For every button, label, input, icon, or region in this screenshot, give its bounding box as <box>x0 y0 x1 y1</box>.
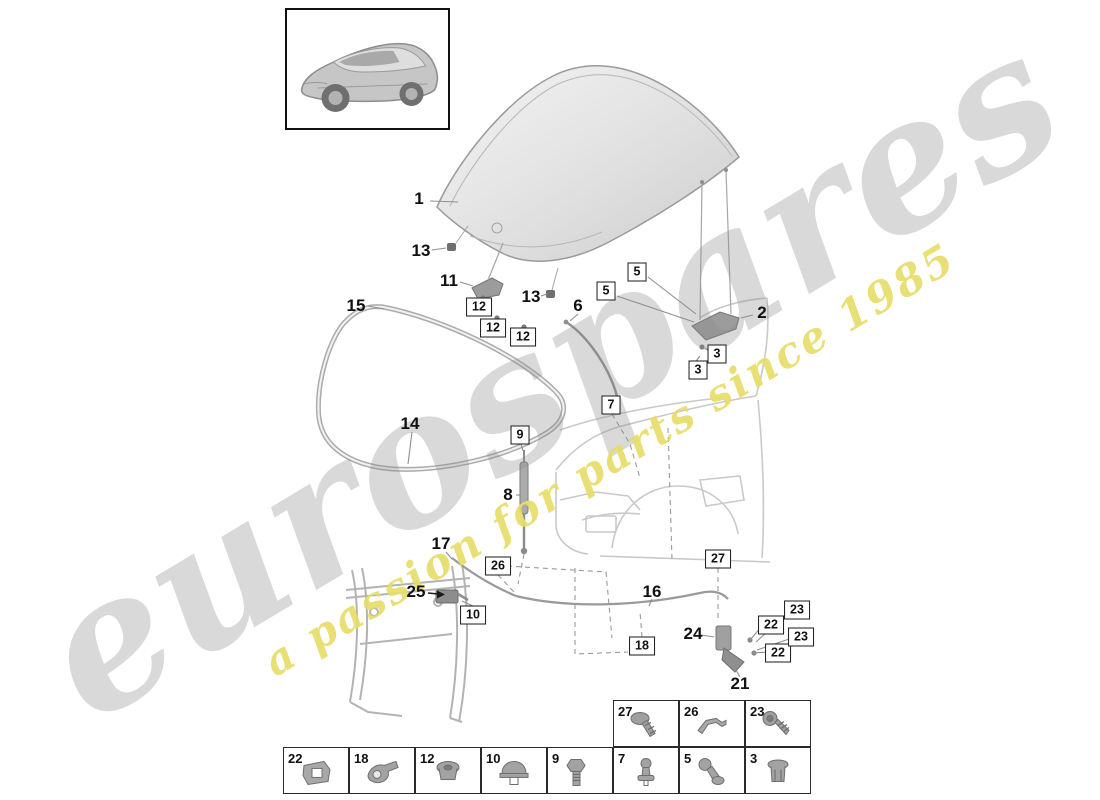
plug-cap-icon <box>494 756 534 795</box>
part-callout-11[interactable]: 11 <box>440 271 458 290</box>
part-callout-24[interactable]: 24 <box>683 624 703 643</box>
legend-cell-10[interactable]: 10 <box>481 747 547 794</box>
hood-outline <box>436 65 740 262</box>
legend-part-number: 12 <box>420 751 435 766</box>
grommet-nut-icon <box>428 756 468 795</box>
part-callout-18[interactable]: 18 <box>629 636 655 656</box>
part-callout-12[interactable]: 12 <box>480 318 506 338</box>
legend-cell-26[interactable]: 26 <box>679 700 745 747</box>
car-thumbnail-icon <box>300 42 439 112</box>
part-callout-25[interactable]: 25 <box>406 582 426 601</box>
part-callout-5[interactable]: 5 <box>627 262 647 282</box>
part-callout-27[interactable]: 27 <box>705 549 731 569</box>
part-callout-13[interactable]: 13 <box>521 287 541 306</box>
legend-cell-9[interactable]: 9 <box>547 747 613 794</box>
legend-part-number: 5 <box>684 751 692 766</box>
part-callout-3[interactable]: 3 <box>707 344 727 364</box>
lock-carrier <box>345 563 471 723</box>
body-panel <box>555 297 771 563</box>
part-callout-5[interactable]: 5 <box>596 281 616 301</box>
part-callout-9[interactable]: 9 <box>510 425 530 445</box>
ball-pin-icon <box>626 756 666 795</box>
part-callout-10[interactable]: 10 <box>460 605 486 625</box>
legend-part-number: 7 <box>618 751 626 766</box>
legend-part-number: 26 <box>684 704 699 719</box>
part-callout-13[interactable]: 13 <box>411 241 431 260</box>
part-callout-21[interactable]: 21 <box>730 674 750 693</box>
legend-part-number: 23 <box>750 704 765 719</box>
dashed-leader-lines <box>497 413 719 655</box>
vehicle-thumbnail <box>285 8 450 130</box>
part-callout-26[interactable]: 26 <box>485 556 511 576</box>
part-callout-23[interactable]: 23 <box>788 627 814 647</box>
legend-cell-5[interactable]: 5 <box>679 747 745 794</box>
gas-strut <box>519 450 529 555</box>
part-callout-14[interactable]: 14 <box>400 414 420 433</box>
arrow-25 <box>427 590 445 599</box>
part-callout-2[interactable]: 2 <box>757 303 767 322</box>
legend-part-number: 22 <box>288 751 303 766</box>
part-callout-8[interactable]: 8 <box>503 485 513 504</box>
part-callout-22[interactable]: 22 <box>765 643 791 663</box>
part-callout-6[interactable]: 6 <box>573 296 583 315</box>
part-callout-12[interactable]: 12 <box>510 327 536 347</box>
hood-seal <box>315 304 566 472</box>
push-rivet-icon <box>626 709 666 748</box>
hinge-left <box>447 225 559 330</box>
latch-assembly <box>715 625 757 673</box>
part-callout-12[interactable]: 12 <box>466 297 492 317</box>
legend-part-number: 3 <box>750 751 758 766</box>
part-callout-16[interactable]: 16 <box>642 582 662 601</box>
part-callout-23[interactable]: 23 <box>784 600 810 620</box>
legend-part-number: 18 <box>354 751 369 766</box>
legend-cell-22[interactable]: 22 <box>283 747 349 794</box>
legend-part-number: 27 <box>618 704 633 719</box>
part-callout-7[interactable]: 7 <box>601 395 621 415</box>
hex-bolt-icon <box>560 756 600 795</box>
part-callout-3[interactable]: 3 <box>688 360 708 380</box>
legend-part-number: 10 <box>486 751 501 766</box>
legend-cell-3[interactable]: 3 <box>745 747 811 794</box>
clip-nut-icon <box>296 756 336 795</box>
release-cable <box>451 557 729 606</box>
legend-cell-12[interactable]: 12 <box>415 747 481 794</box>
legend-part-number: 9 <box>552 751 560 766</box>
legend-cell-27[interactable]: 27 <box>613 700 679 747</box>
part-callout-15[interactable]: 15 <box>346 296 366 315</box>
legend-cell-18[interactable]: 18 <box>349 747 415 794</box>
legend-cell-7[interactable]: 7 <box>613 747 679 794</box>
tapping-screw-icon <box>758 709 798 748</box>
cable-clip-icon <box>362 756 402 795</box>
part-callout-22[interactable]: 22 <box>758 615 784 635</box>
part-callout-1[interactable]: 1 <box>414 189 424 208</box>
ball-stud-icon <box>692 756 732 795</box>
retainer-bracket-icon <box>692 709 732 748</box>
legend-cell-23[interactable]: 23 <box>745 700 811 747</box>
expander-nut-icon <box>758 756 798 795</box>
part-callout-17[interactable]: 17 <box>431 534 451 553</box>
